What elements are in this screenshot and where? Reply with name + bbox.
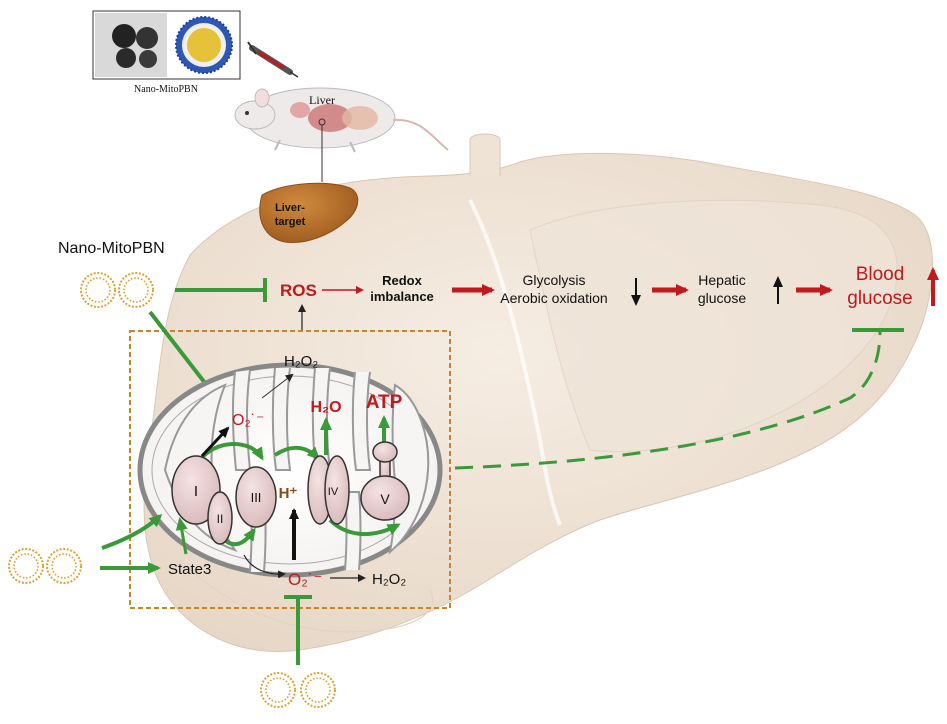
- liver-vessel: [469, 133, 501, 176]
- complex-ii-label: II: [217, 512, 224, 526]
- state3-label: State3: [168, 561, 211, 578]
- liver-target-line2: target: [275, 216, 306, 228]
- glycolysis-line2: Aerobic oxidation: [500, 290, 607, 306]
- complex-ii: II: [207, 491, 233, 545]
- state3-to-complex-arrow: [175, 517, 188, 555]
- complex-iii-label: III: [251, 490, 262, 505]
- nano-to-complex-arrow: [101, 513, 163, 550]
- glycolysis-line1: Glycolysis: [522, 272, 585, 288]
- complex-i-to-superoxide-arrow: [200, 426, 230, 458]
- inhibit-line-mito: [148, 310, 214, 394]
- mitochondria-box: [129, 330, 451, 609]
- complex-v: V: [360, 441, 410, 521]
- mouse-illustration: Liver: [234, 87, 449, 182]
- superoxide-bottom: O₂˙⁻: [288, 570, 322, 589]
- nanoparticle-inset: Nano-MitoPBN: [92, 10, 241, 95]
- ros-label: ROS: [280, 281, 317, 300]
- atp-label: ATP: [366, 392, 403, 413]
- superoxide-to-h2o2-top-arrow: [261, 373, 294, 399]
- liver-lobe-right: [529, 199, 898, 453]
- liver-ligament: [468, 199, 562, 526]
- nano-mitopbn-label: Nano-MitoPBN: [58, 240, 165, 257]
- complex-iii-to-superoxide-arrow: [243, 554, 286, 579]
- h2o2-top: H₂O₂: [284, 353, 318, 370]
- nanoparticle-pair-left: [8, 548, 82, 584]
- h2o-label: H₂O: [310, 399, 341, 416]
- complex-v-label: V: [380, 491, 390, 507]
- complex-iv: IV: [307, 455, 350, 525]
- inset-caption: Nano-MitoPBN: [134, 84, 198, 95]
- proton-label: H⁺: [279, 485, 298, 502]
- electron-flow-2: [273, 445, 321, 461]
- complex-i-label: I: [194, 483, 198, 500]
- complex-iv-label: IV: [328, 486, 339, 498]
- syringe-icon: [247, 41, 299, 78]
- liver-target-icon: Liver- target: [259, 182, 359, 244]
- blood-glucose-line2: glucose: [847, 288, 913, 309]
- h2o2-bottom: H₂O₂: [372, 571, 406, 588]
- superoxide-top: O₂˙⁻: [232, 412, 264, 429]
- redox-line2: imbalance: [370, 289, 434, 304]
- redox-line1: Redox: [382, 273, 423, 288]
- complex-i: I: [171, 455, 221, 525]
- hepatic-line2: glucose: [698, 290, 746, 306]
- nanoparticle-pair-top: [80, 272, 154, 308]
- complex-iii: III: [235, 466, 277, 528]
- nanoparticle-pair-bottom: [260, 672, 336, 708]
- hepatic-line1: Hepatic: [698, 272, 745, 288]
- mouse-organ-label: Liver: [309, 93, 335, 107]
- liver-target-line1: Liver-: [275, 202, 305, 214]
- liver-lower-lobe: [179, 559, 434, 633]
- blood-glucose-line1: Blood: [856, 264, 905, 285]
